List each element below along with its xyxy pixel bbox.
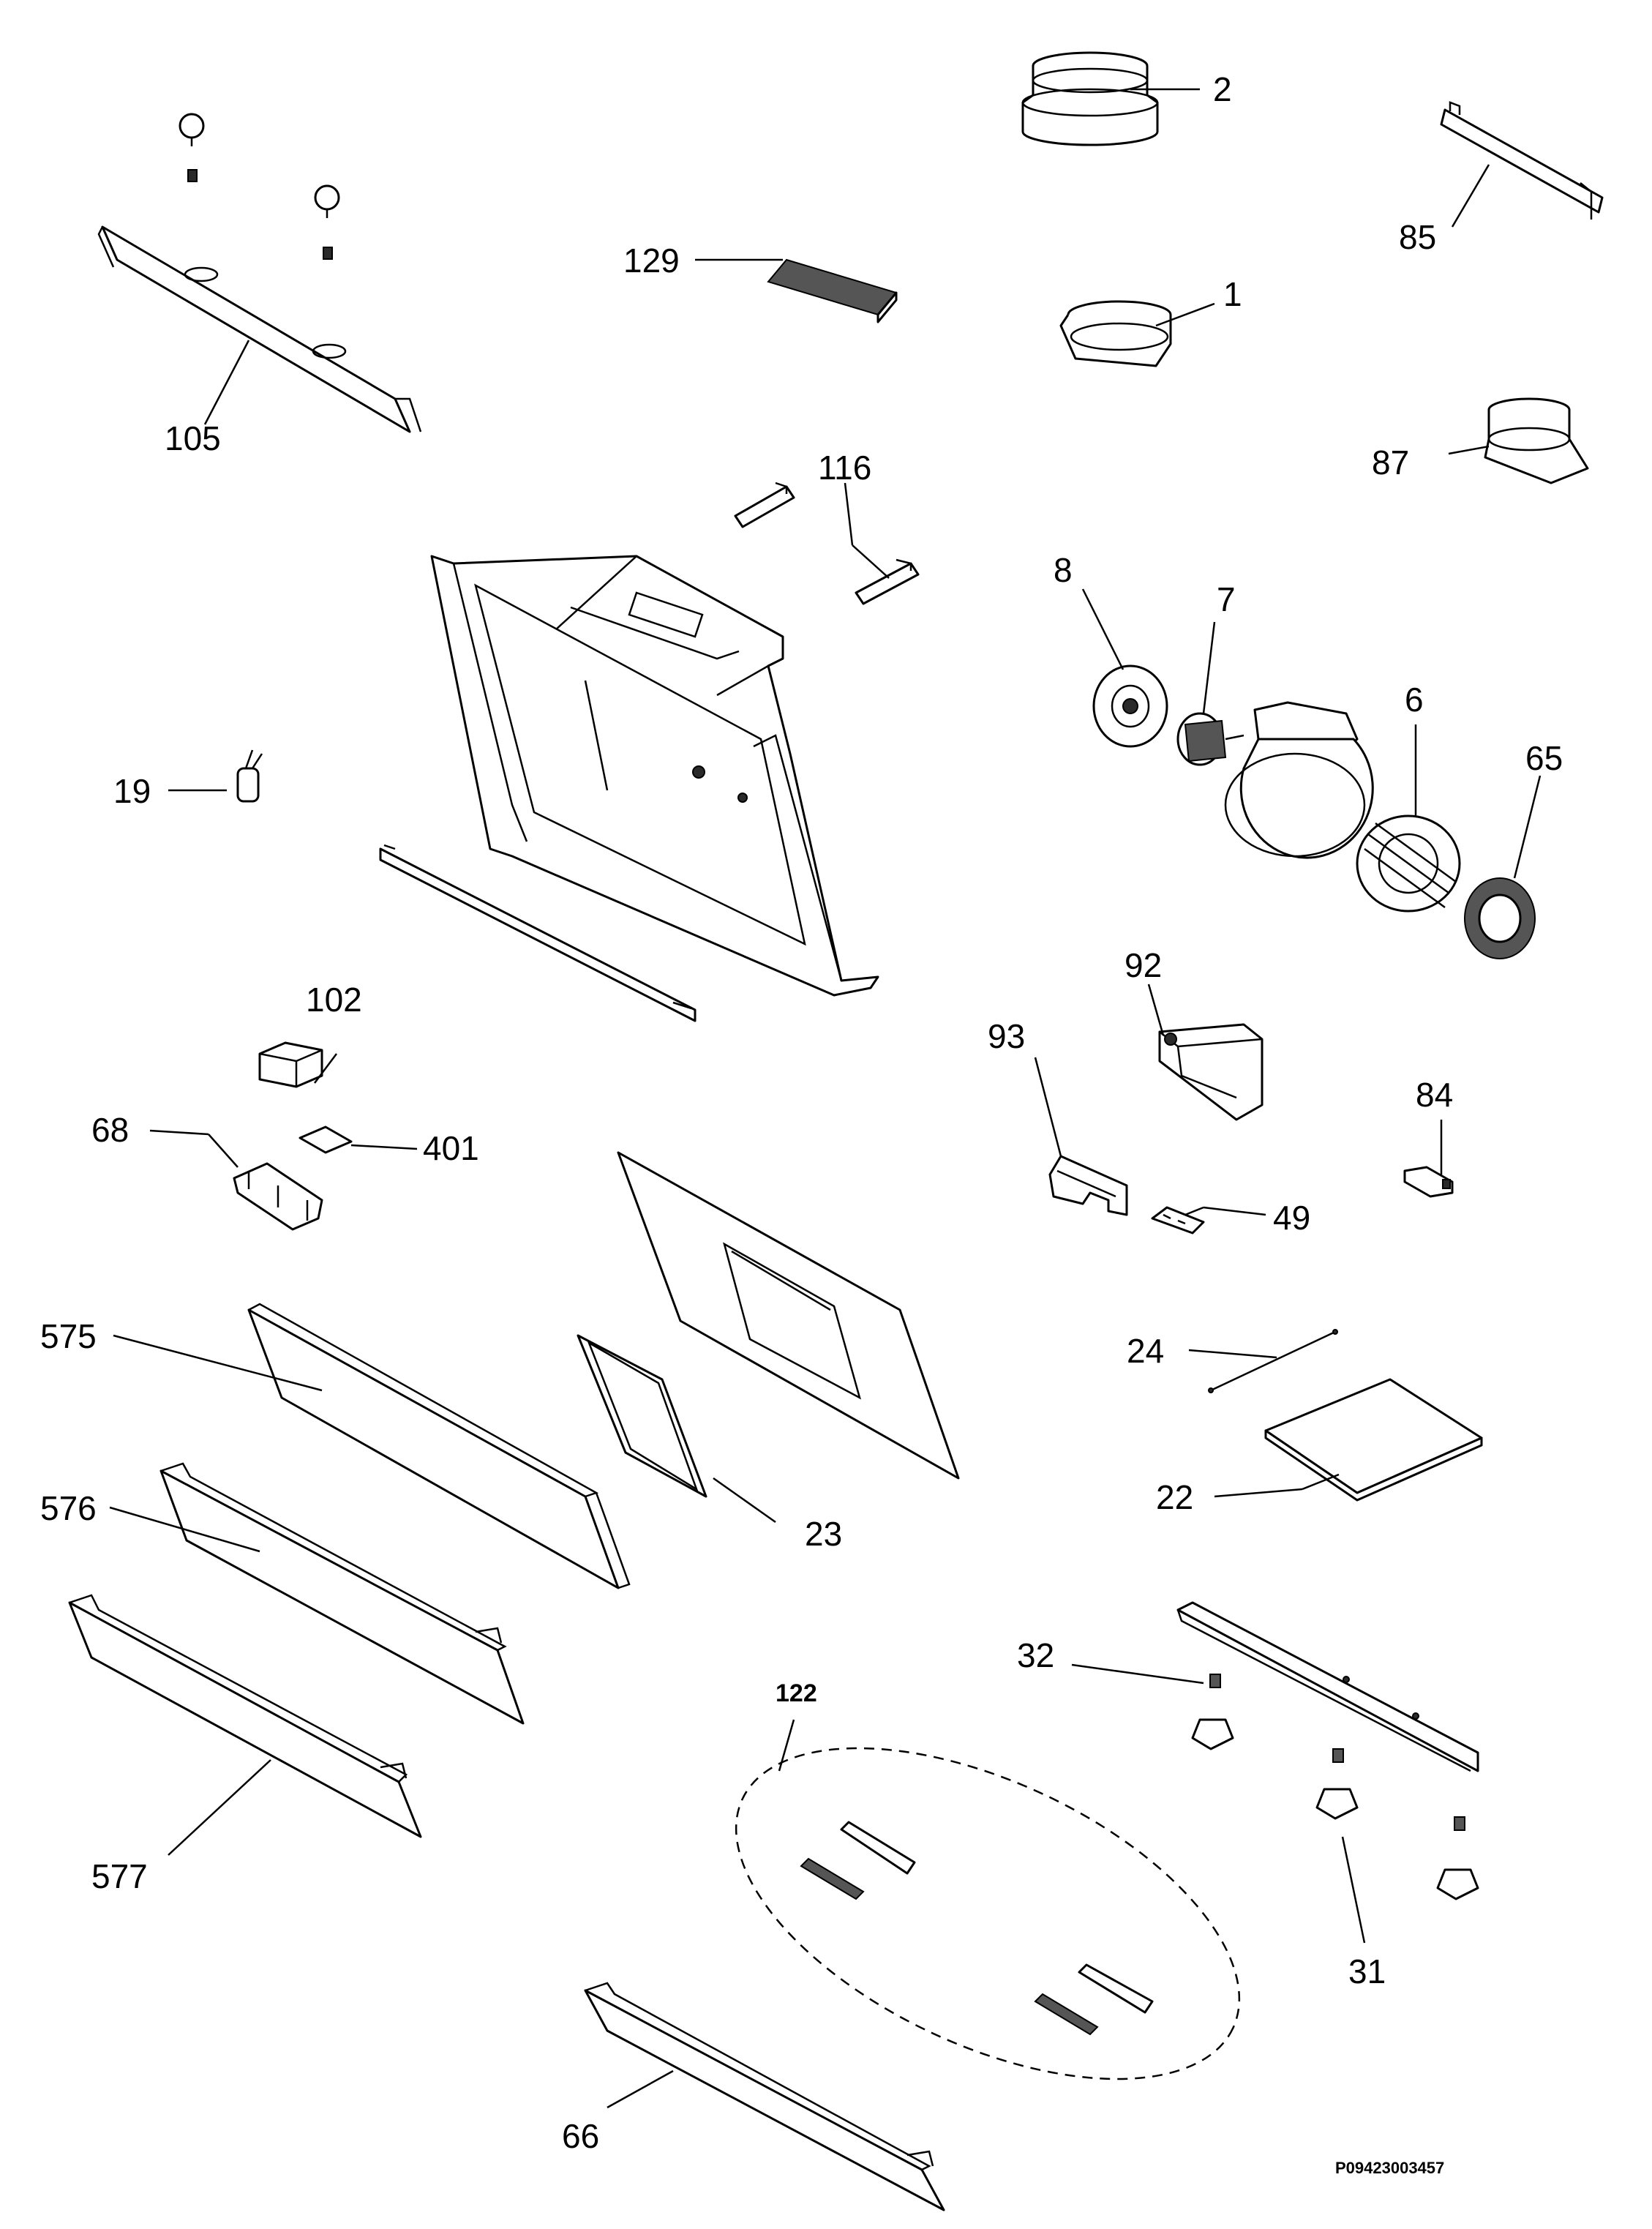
part-23-grease-filter xyxy=(577,1334,707,1498)
part-66-bottom-trim xyxy=(584,1982,945,2211)
part-lower-support-rail xyxy=(1176,1601,1479,1772)
part-31-lamp-c xyxy=(1436,1816,1479,1900)
part-102-switch-box xyxy=(258,1041,323,1088)
callout-24: 24 xyxy=(1127,1332,1164,1370)
callout-2: 2 xyxy=(1213,70,1232,108)
part-19-capacitor xyxy=(236,749,263,803)
callout-65: 65 xyxy=(1525,739,1563,777)
part-7-motor xyxy=(1176,712,1244,766)
callout-1: 1 xyxy=(1223,275,1242,313)
part-401-label-plate xyxy=(299,1125,353,1154)
callout-6: 6 xyxy=(1405,681,1424,719)
part-31-lamp-a xyxy=(1191,1718,1234,1750)
part-24-wire-rod xyxy=(1208,1329,1338,1393)
part-lower-front-rail xyxy=(379,844,697,1022)
part-2-duct-collar xyxy=(1021,51,1159,146)
part-105-top-trim-panel xyxy=(97,113,422,433)
callout-84: 84 xyxy=(1416,1076,1453,1114)
callout-32: 32 xyxy=(1017,1636,1054,1674)
part-1-outlet-flange xyxy=(1059,300,1172,367)
callout-129: 129 xyxy=(623,241,680,280)
callout-labels: 2 85 129 1 105 87 116 8 7 6 65 19 102 92… xyxy=(40,70,1563,2177)
callout-575: 575 xyxy=(40,1317,97,1355)
part-8-motor-plate xyxy=(1092,664,1168,748)
part-116-clip-b xyxy=(855,558,920,605)
document-reference: P09423003457 xyxy=(1335,2159,1444,2177)
callout-85: 85 xyxy=(1399,218,1436,256)
part-32-lamp-holder xyxy=(1209,1674,1221,1688)
callout-87: 87 xyxy=(1372,443,1409,482)
part-filter-plate xyxy=(617,1151,960,1480)
callout-576: 576 xyxy=(40,1489,97,1527)
part-85-rail-bracket xyxy=(1440,101,1604,220)
part-blower-housing xyxy=(1224,701,1374,859)
callout-401: 401 xyxy=(423,1129,479,1167)
callout-577: 577 xyxy=(91,1857,148,1895)
part-68-switch-bracket xyxy=(233,1162,323,1231)
part-93-control-board xyxy=(1048,1155,1128,1216)
callout-8: 8 xyxy=(1054,551,1073,589)
part-87-adapter-collar xyxy=(1484,397,1589,484)
callout-31: 31 xyxy=(1348,1952,1386,1990)
part-65-fan-grill xyxy=(1464,877,1536,959)
callout-93: 93 xyxy=(988,1017,1025,1055)
part-129-grid-filter xyxy=(767,258,898,323)
part-6-fan-wheel xyxy=(1356,814,1461,913)
callout-68: 68 xyxy=(91,1111,129,1149)
callout-105: 105 xyxy=(165,419,221,457)
part-49-pcb xyxy=(1151,1206,1205,1235)
callout-102: 102 xyxy=(306,981,362,1019)
part-hood-body-frame xyxy=(430,555,879,997)
callout-49: 49 xyxy=(1273,1199,1310,1237)
part-84-module xyxy=(1403,1166,1454,1198)
part-31-lamp-b xyxy=(1315,1748,1359,1820)
group-label-122: 122 xyxy=(776,1679,817,1707)
group-122-clip-set xyxy=(735,1747,1241,2080)
callout-92: 92 xyxy=(1125,946,1162,984)
leader-lines xyxy=(109,88,1542,2109)
part-116-clip-a xyxy=(734,482,795,528)
part-577-lower-trim xyxy=(68,1594,422,1838)
callout-7: 7 xyxy=(1217,580,1236,618)
part-575-front-panel xyxy=(247,1303,631,1589)
part-92-electronics-housing xyxy=(1158,1023,1264,1121)
part-22-filter-pad xyxy=(1264,1378,1483,1502)
callout-116: 116 xyxy=(818,449,871,487)
part-576-trim-panel xyxy=(159,1462,525,1725)
callout-19: 19 xyxy=(113,772,151,810)
callout-66: 66 xyxy=(562,2117,599,2155)
callout-23: 23 xyxy=(805,1515,842,1553)
callout-22: 22 xyxy=(1156,1478,1193,1516)
